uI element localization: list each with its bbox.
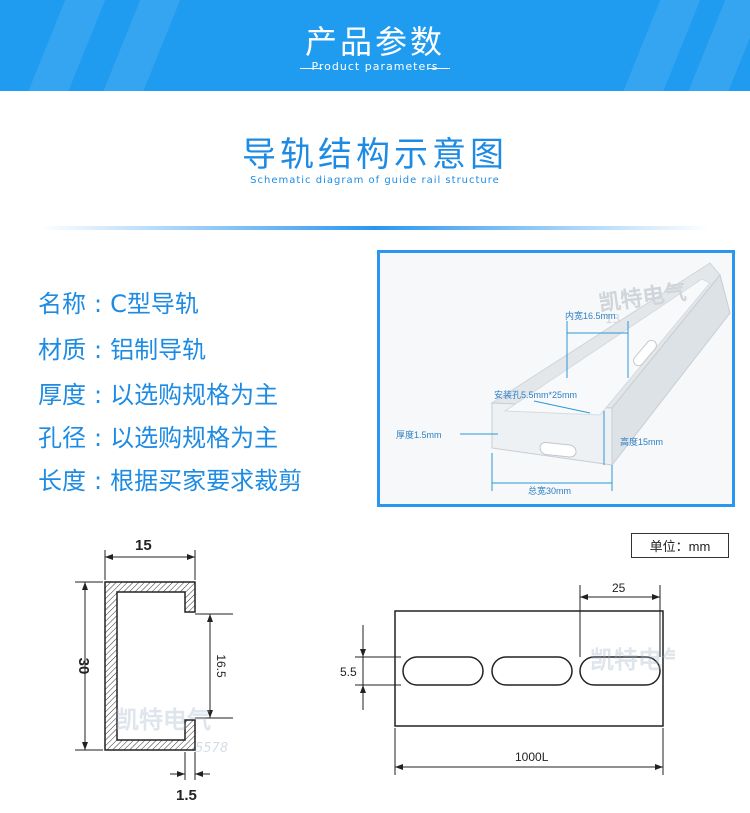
slot-1 (402, 656, 484, 686)
banner-title: 产品参数 (304, 23, 445, 61)
spec-label: 厚度 (38, 381, 86, 409)
dim-thickness: 1.5 (176, 787, 197, 804)
dim-opening: 16.5 (214, 654, 228, 678)
dim-length: 1000L (515, 750, 549, 764)
section-title: 导轨结构示意图 (242, 135, 508, 175)
spec-row-material: 材质:铝制导轨 (38, 330, 206, 365)
spec-value: 以选购规格为主 (110, 381, 279, 409)
spec-label: 材质 (38, 336, 86, 364)
section-divider (40, 226, 710, 230)
dim-slot-width: 25 (612, 581, 626, 595)
dim-top: 15 (135, 537, 152, 554)
spec-colon: : (94, 290, 103, 318)
label-thickness: 厚度1.5mm (396, 429, 442, 440)
spec-colon: : (94, 336, 103, 364)
watermark-brand-2: 凯特电气 (115, 706, 211, 734)
cross-section-drawing: 15 30 16.5 1.5 凯特电气 5578 (75, 537, 233, 804)
section-subtitle: Schematic diagram of guide rail structur… (250, 175, 500, 186)
unit-label: 单位：mm (631, 533, 729, 558)
header-banner: 产品参数 Product parameters (0, 0, 750, 91)
banner-subtitle: Product parameters (311, 60, 439, 73)
spec-value: 根据买家要求裁剪 (110, 467, 303, 495)
spec-label: 名称 (38, 290, 86, 318)
spec-label: 长度 (38, 467, 86, 495)
rail-illustration: 凯特电气 13 内宽16.5mm 安装孔5.5mm*25mm 厚度1.5mm 高… (396, 262, 731, 496)
label-height: 高度15mm (620, 436, 663, 447)
watermark-phone: 13 (605, 312, 620, 326)
slot-2 (491, 656, 573, 686)
spec-colon: : (94, 467, 103, 495)
banner-line-left (300, 68, 322, 69)
top-view-drawing: 25 5.5 1000L 凯特电气 (340, 581, 675, 775)
product-photo: 凯特电气 13 内宽16.5mm 安装孔5.5mm*25mm 厚度1.5mm 高… (377, 250, 735, 507)
label-inner-width: 内宽16.5mm (565, 310, 616, 321)
label-hole: 安装孔5.5mm*25mm (494, 389, 577, 400)
spec-value: C型导轨 (110, 290, 199, 318)
spec-label: 孔径 (38, 424, 86, 452)
dim-height: 30 (75, 658, 92, 675)
spec-row-hole: 孔径:以选购规格为主 (38, 418, 278, 453)
watermark-phone-2: 5578 (195, 741, 228, 756)
spec-row-length: 长度:根据买家要求裁剪 (38, 461, 302, 496)
slot-3 (579, 656, 661, 686)
spec-value: 以选购规格为主 (110, 424, 279, 452)
spec-row-name: 名称:C型导轨 (38, 284, 199, 319)
spec-row-thickness: 厚度:以选购规格为主 (38, 375, 278, 410)
label-total-width: 总宽30mm (528, 485, 571, 496)
banner-line-right (428, 68, 450, 69)
spec-colon: : (94, 424, 103, 452)
spec-colon: : (94, 381, 103, 409)
dim-slot-height: 5.5 (340, 665, 357, 679)
spec-value: 铝制导轨 (110, 336, 207, 364)
watermark-brand-3: 凯特电气 (590, 646, 675, 674)
